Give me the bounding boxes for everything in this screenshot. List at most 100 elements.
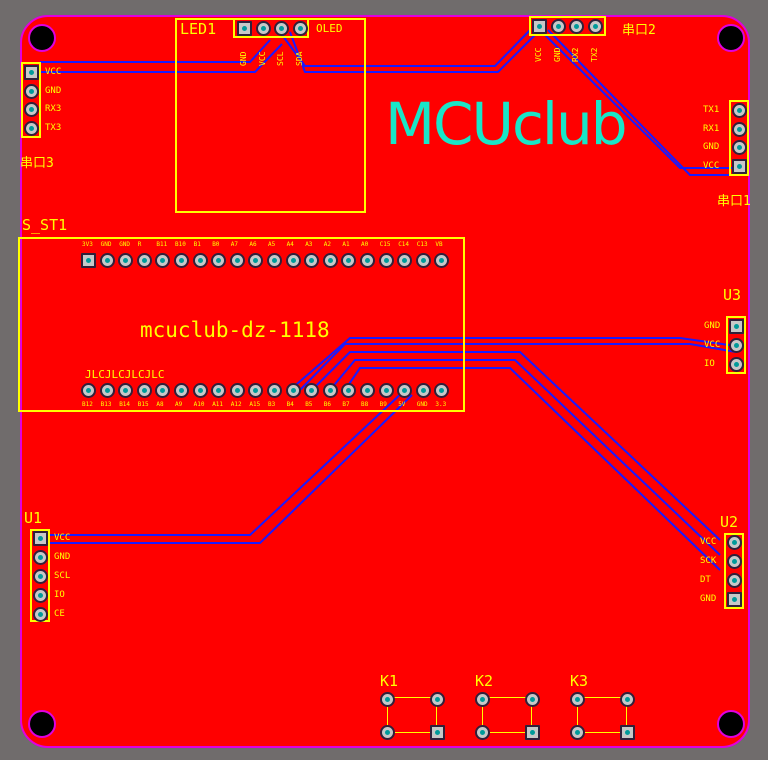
- pin-label: A2: [323, 241, 332, 248]
- pin-label: A9: [175, 401, 183, 408]
- pad: [569, 19, 584, 34]
- trace: [45, 394, 413, 544]
- pcb-board: [20, 15, 750, 748]
- u3-outline: [726, 316, 746, 374]
- pin-label: VCC: [534, 47, 543, 62]
- mounting-hole: [717, 710, 745, 738]
- pad: [525, 725, 540, 740]
- pad: [174, 253, 189, 268]
- pad: [192, 383, 208, 398]
- pad: [33, 550, 48, 565]
- pad: [118, 253, 134, 268]
- pad: [380, 692, 395, 707]
- pad: [211, 253, 227, 268]
- pin-label: C13: [416, 241, 428, 248]
- trace: [279, 29, 531, 67]
- trace: [547, 29, 740, 176]
- pin-label: GND: [54, 552, 71, 562]
- pad: [118, 383, 134, 398]
- pin-label: B8: [361, 401, 369, 408]
- pin-label: GND: [100, 241, 112, 248]
- serial3-designator: 串口3: [20, 156, 54, 171]
- pad: [430, 725, 445, 740]
- pin-label: B6: [323, 401, 332, 408]
- pad: [24, 65, 39, 80]
- pin-label: GND: [45, 85, 62, 96]
- trace: [344, 367, 721, 571]
- serial2-designator: 串口2: [622, 23, 656, 38]
- pad: [99, 253, 115, 268]
- pad: [341, 383, 357, 398]
- mounting-hole: [717, 24, 745, 52]
- trace: [40, 39, 271, 63]
- pin-label: A1: [342, 241, 350, 248]
- pin-label: VCC: [257, 51, 267, 66]
- pin-label: A8: [156, 401, 164, 408]
- pad: [174, 383, 189, 398]
- pad: [729, 338, 744, 353]
- pad: [727, 573, 742, 588]
- pad: [525, 692, 540, 707]
- trace: [40, 43, 283, 73]
- pin-label: SCK: [700, 556, 717, 566]
- pin-label: 3.3: [435, 401, 447, 408]
- pin-label: B3: [268, 401, 276, 408]
- pad: [285, 383, 301, 398]
- u3-designator: U3: [723, 286, 742, 304]
- pad: [430, 692, 445, 707]
- pin-label: R: [137, 241, 142, 248]
- pin-label: B1: [193, 241, 201, 248]
- pad: [285, 253, 301, 268]
- pin-label: VCC: [700, 537, 717, 547]
- pad: [304, 383, 320, 398]
- key-outline[interactable]: [387, 697, 437, 733]
- pin-label: A3: [305, 241, 313, 248]
- pin-label: GND: [552, 47, 562, 62]
- pad: [24, 120, 39, 136]
- pin-label: SDA: [294, 51, 304, 66]
- pad: [192, 253, 208, 268]
- s-st1-designator: S_ST1: [22, 216, 68, 234]
- pin-label: C15: [379, 241, 391, 248]
- pin-label: A10: [193, 401, 205, 408]
- pad: [211, 383, 227, 398]
- key-designator: K3: [570, 672, 589, 690]
- pad: [81, 253, 96, 268]
- pad: [475, 692, 490, 707]
- pad: [24, 83, 39, 99]
- pad: [380, 725, 395, 740]
- key-outline[interactable]: [577, 697, 627, 733]
- pin-label: RX1: [703, 123, 720, 134]
- s-st1-outline: [18, 237, 465, 412]
- pin-label: 5V: [398, 401, 406, 408]
- pad: [136, 253, 152, 268]
- pad: [727, 554, 742, 569]
- pad: [729, 357, 744, 372]
- pad: [33, 531, 48, 546]
- pad: [550, 19, 566, 34]
- pin-label: B7: [342, 401, 350, 408]
- pin-label: IO: [54, 590, 65, 600]
- pad: [229, 253, 245, 268]
- trace: [329, 359, 721, 556]
- pad: [33, 607, 48, 622]
- pin-label: B0: [212, 241, 220, 248]
- pad: [33, 588, 48, 603]
- pin-label: VB: [435, 241, 443, 248]
- pin-label: B13: [100, 401, 112, 408]
- key-designator: K2: [475, 672, 494, 690]
- serial1-designator: 串口1: [717, 194, 751, 209]
- key-outline[interactable]: [482, 697, 532, 733]
- pad: [434, 383, 450, 398]
- pad: [532, 19, 547, 34]
- pin-label: B10: [175, 241, 186, 248]
- pin-label: A15: [249, 401, 261, 408]
- pin-label: GND: [119, 241, 131, 248]
- key-designator: K1: [380, 672, 399, 690]
- pad: [255, 21, 271, 36]
- serial3-outline: [21, 62, 41, 138]
- pad: [587, 19, 603, 34]
- pad: [360, 253, 375, 268]
- pad: [727, 592, 742, 607]
- pin-label: IO: [704, 359, 715, 369]
